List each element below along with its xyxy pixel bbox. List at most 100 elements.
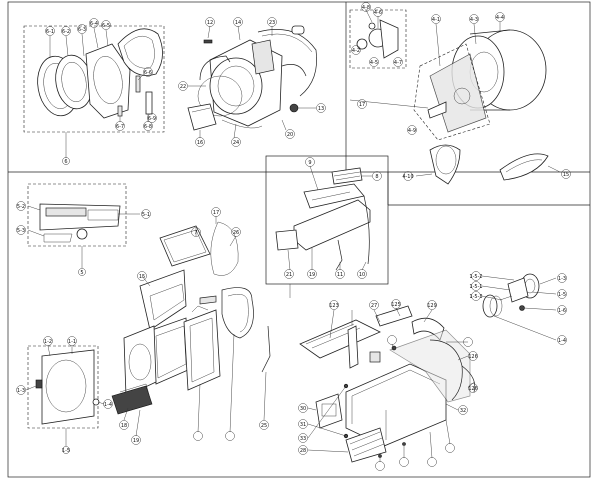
callout-20: 20 bbox=[285, 129, 295, 139]
svg-text:6-1: 6-1 bbox=[46, 29, 54, 35]
svg-text:17: 17 bbox=[359, 102, 365, 108]
door-assembly bbox=[23, 25, 165, 165]
dispenser-assembly bbox=[275, 165, 372, 271]
callout-4-10: 4-10 bbox=[402, 171, 414, 181]
callout-4-2: 4-2 bbox=[351, 45, 361, 55]
svg-text:33: 33 bbox=[300, 436, 306, 442]
svg-text:15: 15 bbox=[139, 274, 145, 280]
base-assembly bbox=[299, 305, 476, 463]
tub-labels: 12 14 22 23 20 13 24 16 bbox=[178, 17, 326, 147]
base-labels: 123 27 125 129 126 126 30 31 33 28 32 bbox=[298, 299, 478, 471]
svg-text:25: 25 bbox=[261, 423, 267, 429]
callout-31: 31 bbox=[298, 419, 308, 429]
motor-labels: 1-5-2 1-5-1 1-5-3 1-3 1-5 1-6 1-4 bbox=[469, 271, 567, 345]
svg-text:12: 12 bbox=[207, 20, 213, 26]
svg-text:126: 126 bbox=[468, 354, 478, 360]
callout-6-2: 6-2 bbox=[61, 26, 71, 36]
callout-22: 22 bbox=[178, 81, 188, 91]
svg-text:1-5: 1-5 bbox=[558, 292, 566, 298]
callout-26: 26 bbox=[231, 227, 241, 237]
callout-1-4: 1-4 bbox=[103, 399, 113, 409]
svg-text:5-2: 5-2 bbox=[17, 204, 25, 210]
callout-17-cab: 17 bbox=[211, 207, 221, 217]
callout-4-4: 4-4 bbox=[495, 12, 505, 22]
svg-text:14: 14 bbox=[235, 20, 241, 26]
svg-text:4-8: 4-8 bbox=[362, 5, 370, 11]
callout-4-8: 4-8 bbox=[361, 2, 371, 12]
callout-7: 7 bbox=[191, 227, 201, 237]
svg-text:31: 31 bbox=[300, 422, 306, 428]
svg-text:129: 129 bbox=[427, 303, 437, 309]
callout-5-3: 5-3 bbox=[16, 225, 26, 235]
svg-text:6-6: 6-6 bbox=[144, 70, 152, 76]
callout-4-1: 4-1 bbox=[431, 14, 441, 24]
cabinet-assembly bbox=[25, 216, 271, 446]
svg-text:28: 28 bbox=[300, 448, 306, 454]
callout-6-1: 6-1 bbox=[45, 26, 55, 36]
callout-1-3: 1-3 bbox=[16, 385, 26, 395]
svg-text:6-9: 6-9 bbox=[148, 116, 156, 122]
svg-text:22: 22 bbox=[180, 84, 186, 90]
door-labels: 6-1 6-2 6-3 6-4 6-5 6-6 6-7 6-8 6-9 6 bbox=[45, 18, 157, 165]
svg-text:26: 26 bbox=[233, 230, 239, 236]
callout-4-9: 4-9 bbox=[407, 125, 417, 135]
svg-text:4-6: 4-6 bbox=[374, 10, 382, 16]
callout-18: 18 bbox=[119, 420, 129, 430]
svg-text:4-9: 4-9 bbox=[408, 128, 416, 134]
fan-motor-assembly bbox=[481, 273, 557, 341]
callout-21: 21 bbox=[284, 269, 294, 279]
cabinet-labels: 15 7 17 26 25 18 19 1-1 1-2 1-3 1-4 1-5 bbox=[16, 207, 269, 454]
svg-text:20: 20 bbox=[287, 132, 293, 138]
svg-text:5-3: 5-3 bbox=[17, 228, 25, 234]
callout-4-5: 4-5 bbox=[369, 57, 379, 67]
svg-text:23: 23 bbox=[269, 20, 275, 26]
svg-text:4-5: 4-5 bbox=[370, 60, 378, 66]
svg-text:7: 7 bbox=[194, 230, 197, 236]
svg-text:1-6: 1-6 bbox=[558, 308, 566, 314]
callout-126-a: 126 bbox=[468, 351, 478, 361]
svg-text:24: 24 bbox=[233, 140, 239, 146]
svg-text:6: 6 bbox=[64, 159, 67, 165]
section-frames bbox=[7, 1, 591, 478]
svg-text:1-4: 1-4 bbox=[558, 338, 566, 344]
callout-5: 5 bbox=[80, 270, 83, 276]
svg-text:4-10: 4-10 bbox=[402, 174, 413, 180]
svg-text:18: 18 bbox=[121, 423, 127, 429]
callout-4-6: 4-6 bbox=[373, 7, 383, 17]
callout-19: 19 bbox=[131, 435, 141, 445]
callout-4-3: 4-3 bbox=[469, 14, 479, 24]
callout-25: 25 bbox=[259, 420, 269, 430]
callout-1-5-motor: 1-5 bbox=[557, 289, 567, 299]
callout-129: 129 bbox=[427, 300, 437, 310]
svg-text:1-4: 1-4 bbox=[104, 402, 112, 408]
callout-15-drum: 15 bbox=[561, 169, 571, 179]
tub-assembly bbox=[187, 25, 317, 139]
svg-text:15: 15 bbox=[563, 172, 569, 178]
callout-1-5-2: 1-5-2 bbox=[469, 271, 483, 281]
callout-23: 23 bbox=[267, 17, 277, 27]
svg-text:19: 19 bbox=[309, 272, 315, 278]
svg-text:5-1: 5-1 bbox=[142, 212, 150, 218]
svg-text:6-8: 6-8 bbox=[144, 124, 152, 130]
svg-text:32: 32 bbox=[460, 408, 466, 414]
callout-1-1: 1-1 bbox=[67, 336, 77, 346]
svg-text:4-4: 4-4 bbox=[496, 15, 504, 21]
svg-text:17: 17 bbox=[213, 210, 219, 216]
callout-5-2: 5-2 bbox=[16, 201, 26, 211]
svg-text:125: 125 bbox=[391, 302, 401, 308]
callout-1-4-motor: 1-4 bbox=[557, 335, 567, 345]
svg-text:27: 27 bbox=[371, 303, 377, 309]
callout-1-5-1: 1-5-1 bbox=[469, 281, 483, 291]
svg-text:1-3: 1-3 bbox=[558, 276, 566, 282]
callout-6: 6 bbox=[64, 159, 67, 165]
callout-32: 32 bbox=[458, 405, 468, 415]
svg-text:4-3: 4-3 bbox=[470, 17, 478, 23]
callout-33: 33 bbox=[298, 433, 308, 443]
svg-text:16: 16 bbox=[197, 140, 203, 146]
callout-1-3-motor: 1-3 bbox=[557, 273, 567, 283]
svg-text:4-7: 4-7 bbox=[394, 60, 402, 66]
svg-text:1-5: 1-5 bbox=[62, 448, 70, 454]
callout-12: 12 bbox=[205, 17, 215, 27]
svg-text:1-2: 1-2 bbox=[44, 339, 52, 345]
